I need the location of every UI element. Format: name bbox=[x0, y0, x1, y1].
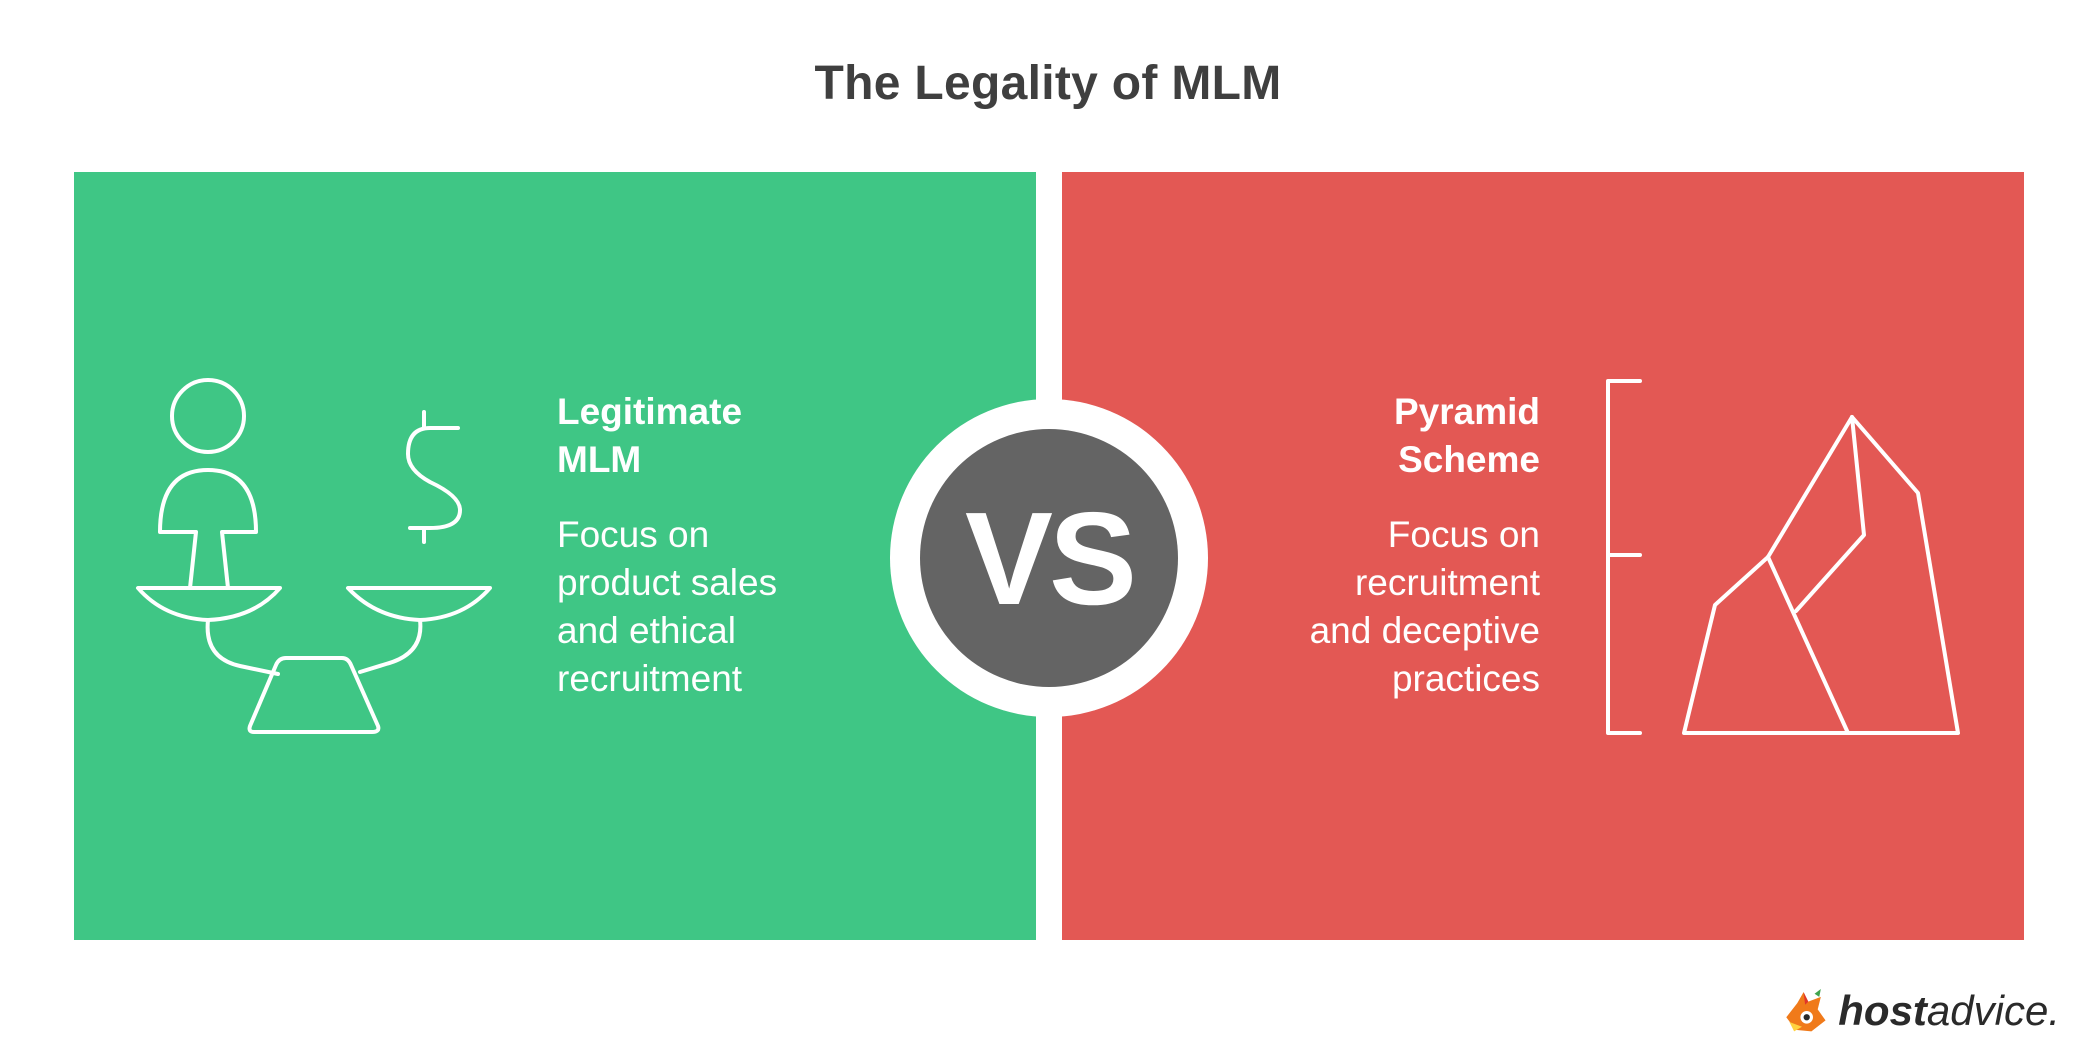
description-line: and deceptive bbox=[1309, 610, 1540, 651]
description-line: and ethical bbox=[557, 610, 736, 651]
brand-name: hostadvice. bbox=[1838, 987, 2060, 1035]
pyramid-scheme-panel bbox=[1062, 172, 2024, 940]
legitimate-mlm-panel bbox=[74, 172, 1036, 940]
heading-line: Scheme bbox=[1398, 439, 1540, 480]
description-line: Focus on bbox=[557, 514, 710, 555]
description-line: recruitment bbox=[557, 658, 743, 699]
balance-scale-person-dollar-icon bbox=[136, 378, 492, 734]
pyramid-scheme-heading: Pyramid Scheme bbox=[1200, 388, 1540, 484]
brand-suffix: . bbox=[2048, 987, 2060, 1034]
heading-line: Pyramid bbox=[1393, 391, 1540, 432]
vs-badge: VS bbox=[920, 429, 1178, 687]
description-line: recruitment bbox=[1354, 562, 1540, 603]
hostadvice-logo: hostadvice. bbox=[1780, 976, 2060, 1046]
pyramid-scheme-description: Focus on recruitment and deceptive pract… bbox=[1200, 511, 1540, 703]
legitimate-mlm-heading: Legitimate MLM bbox=[557, 388, 742, 484]
heading-line: Legitimate bbox=[557, 391, 743, 432]
page-title: The Legality of MLM bbox=[814, 57, 1282, 110]
brand-light: advice bbox=[1926, 987, 2049, 1034]
fox-mascot-icon bbox=[1786, 989, 1826, 1032]
description-line: Focus on bbox=[1387, 514, 1540, 555]
description-line: product sales bbox=[557, 562, 778, 603]
brand-bold: host bbox=[1838, 987, 1927, 1034]
rock-mountain-icon bbox=[1606, 379, 1960, 735]
description-line: practices bbox=[1391, 658, 1540, 699]
vs-label: VS bbox=[964, 484, 1137, 632]
legitimate-mlm-description: Focus on product sales and ethical recru… bbox=[557, 511, 777, 703]
heading-line: MLM bbox=[557, 439, 642, 480]
